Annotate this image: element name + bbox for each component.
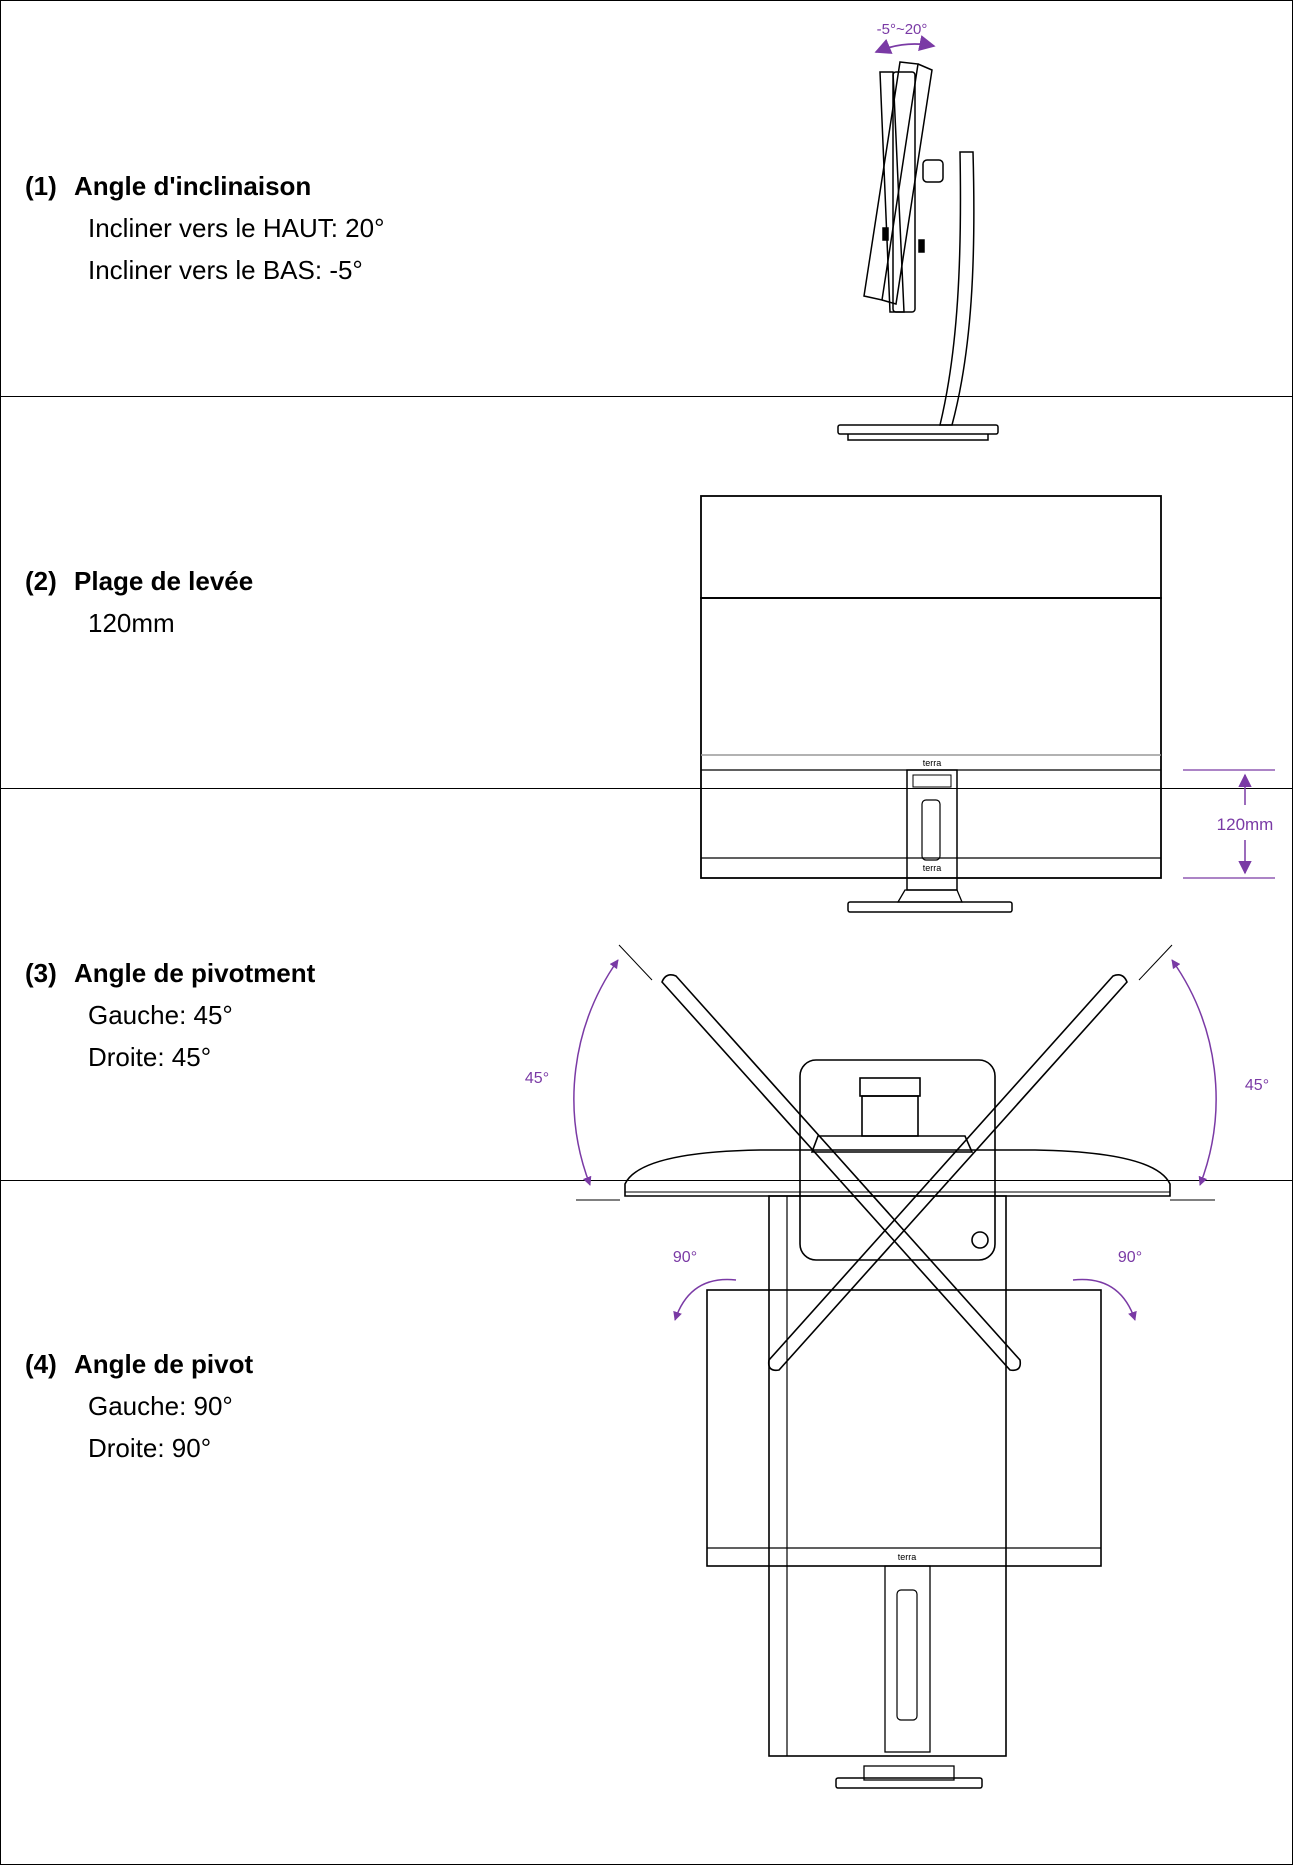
swivel-left-angle-label: 45°: [525, 1070, 549, 1087]
row-divider: [0, 396, 1293, 397]
height-range-line: 120mm: [88, 608, 175, 638]
section-number: (4): [25, 1349, 57, 1379]
section-heading: (1) Angle d'inclinaison: [25, 165, 385, 207]
section-swivel: (3) Angle de pivotment Gauche: 45° Droite…: [25, 952, 315, 1078]
section-heading: (3) Angle de pivotment: [25, 952, 315, 994]
section-number: (1): [25, 171, 57, 201]
tilt-up-line: Incliner vers le HAUT: 20°: [88, 213, 385, 243]
swivel-left-line: Gauche: 45°: [88, 1000, 233, 1030]
tilt-angle-indicator: -5°~20°: [874, 21, 936, 54]
brand-logo-text: terra: [923, 758, 942, 768]
height-range-indicator: 120mm: [1183, 769, 1275, 879]
tilt-down-line: Incliner vers le BAS: -5°: [88, 255, 363, 285]
section-heading: (2) Plage de levée: [25, 560, 253, 602]
pivot-angle-indicator: 90° 90°: [673, 1249, 1142, 1321]
section-pivot: (4) Angle de pivot Gauche: 90° Droite: 90…: [25, 1343, 253, 1469]
height-front-view-drawing: terra terra: [700, 495, 1162, 913]
swivel-right-angle-label: 45°: [1245, 1077, 1269, 1094]
pivot-right-line: Droite: 90°: [88, 1433, 212, 1463]
brand-logo-text: terra: [923, 863, 942, 873]
section-title: Plage de levée: [74, 566, 254, 596]
height-range-label: 120mm: [1217, 815, 1274, 834]
section-title: Angle de pivotment: [74, 958, 316, 988]
swivel-right-line: Droite: 45°: [88, 1042, 212, 1072]
row-divider: [0, 1180, 1293, 1181]
pivot-left-line: Gauche: 90°: [88, 1391, 233, 1421]
tilt-side-view-drawing: [837, 61, 999, 441]
pivot-left-angle-label: 90°: [673, 1249, 697, 1266]
pivot-front-view-drawing: terra: [706, 1195, 1102, 1789]
section-heading: (4) Angle de pivot: [25, 1343, 253, 1385]
row-divider: [0, 788, 1293, 789]
section-height: (2) Plage de levée 120mm: [25, 560, 253, 644]
section-tilt: (1) Angle d'inclinaison Incliner vers le …: [25, 165, 385, 291]
section-title: Angle de pivot: [74, 1349, 254, 1379]
section-number: (2): [25, 566, 57, 596]
section-title: Angle d'inclinaison: [74, 171, 312, 201]
brand-logo-text: terra: [898, 1552, 917, 1562]
pivot-right-angle-label: 90°: [1118, 1249, 1142, 1266]
tilt-angle-label: -5°~20°: [877, 21, 928, 38]
section-number: (3): [25, 958, 57, 988]
swivel-angle-indicator: 45° 45°: [525, 944, 1269, 1201]
